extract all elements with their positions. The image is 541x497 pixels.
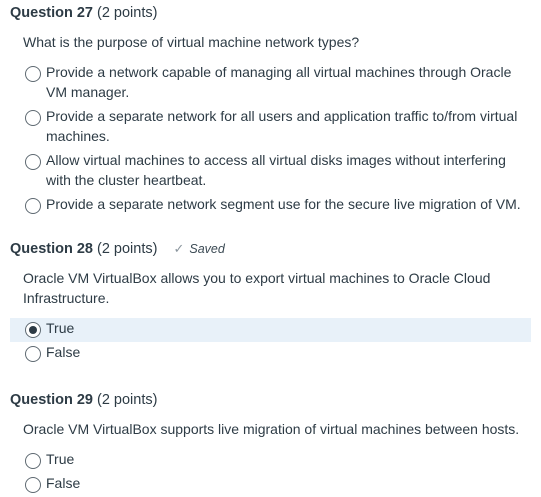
question-27: Question 27 (2 points) What is the purpo… [0,0,541,218]
question-title: Question 28 [10,241,93,257]
answer-list: True False [10,318,531,366]
answer-list: Provide a network capable of managing al… [10,62,531,218]
answer-option[interactable]: False [10,473,531,497]
radio-button[interactable] [25,198,41,214]
answer-label: True [46,320,75,336]
saved-indicator: ✓ Saved [173,241,224,257]
answer-label: Provide a separate network for all users… [46,108,518,144]
question-29: Question 29 (2 points) Oracle VM Virtual… [0,387,541,497]
answer-option[interactable]: True [10,449,531,473]
answer-option[interactable]: Provide a separate network segment use f… [10,194,531,218]
answer-label: Provide a network capable of managing al… [46,64,512,100]
answer-label: Allow virtual machines to access all vir… [46,152,506,188]
question-text: What is the purpose of virtual machine n… [23,34,360,50]
question-title: Question 27 [10,5,93,21]
answer-option[interactable]: Provide a network capable of managing al… [10,62,531,106]
answer-label: False [46,475,81,491]
radio-button-checked[interactable] [25,322,41,338]
radio-button[interactable] [25,346,41,362]
question-header: Question 29 (2 points) [10,387,531,413]
answer-label: False [46,344,81,360]
radio-button[interactable] [25,154,41,170]
radio-button[interactable] [25,477,41,493]
question-header: Question 27 (2 points) [10,0,531,26]
radio-button[interactable] [25,66,41,82]
answer-option[interactable]: Provide a separate network for all users… [10,106,531,150]
question-28: Question 28 (2 points) ✓ Saved Oracle VM… [0,236,541,366]
answer-option[interactable]: False [10,342,531,366]
answer-option[interactable]: Allow virtual machines to access all vir… [10,150,531,194]
radio-button[interactable] [25,110,41,126]
question-text: Oracle VM VirtualBox allows you to expor… [23,270,491,306]
question-points: (2 points) [97,392,158,408]
saved-label: Saved [189,242,225,256]
answer-label: Provide a separate network segment use f… [46,196,521,212]
question-points: (2 points) [97,241,158,257]
answer-list: True False [10,449,531,497]
answer-label: True [46,451,75,467]
question-header: Question 28 (2 points) ✓ Saved [10,236,531,262]
question-title: Question 29 [10,392,93,408]
question-text: Oracle VM VirtualBox supports live migra… [23,421,520,437]
checkmark-icon: ✓ [173,241,185,256]
question-points: (2 points) [97,5,158,21]
answer-option[interactable]: True [10,318,531,342]
radio-button[interactable] [25,453,41,469]
